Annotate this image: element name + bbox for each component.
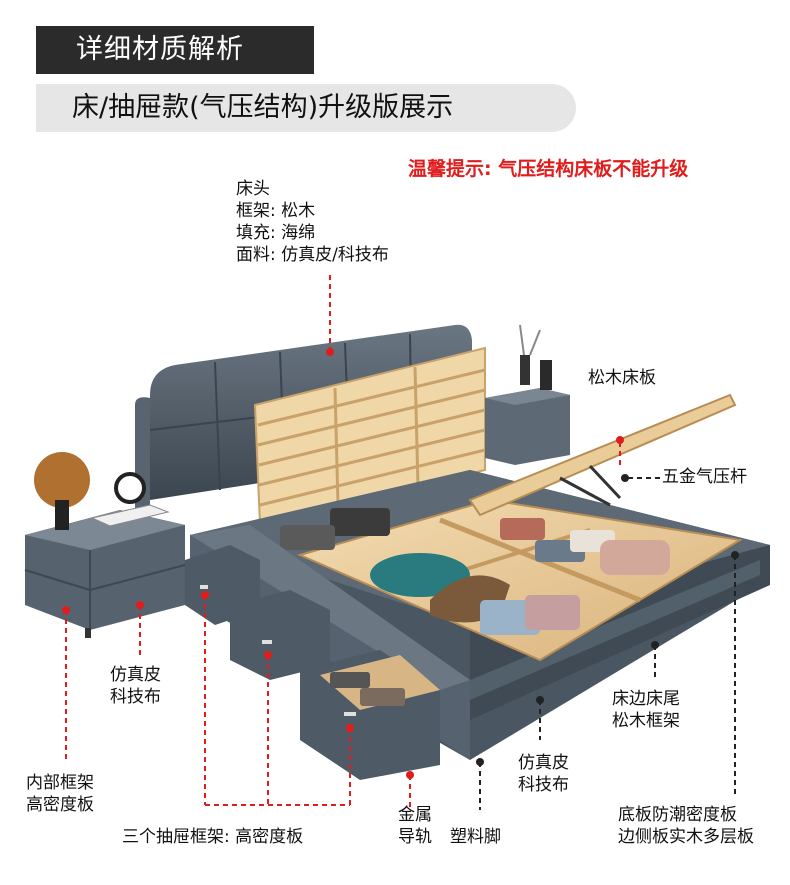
inner-frame-line2: 高密度板 — [26, 795, 94, 815]
section-title: 详细材质解析 — [36, 26, 314, 74]
bottom-board-line2: 边侧板实木多层板 — [618, 827, 754, 847]
slat-board-label: 松木床板 — [588, 368, 656, 388]
warning-tip: 温馨提示: 气压结构床板不能升级 — [408, 158, 689, 180]
bed-side-frame-line1: 床边床尾 — [612, 689, 680, 709]
bed-side-fabric-line2: 科技布 — [518, 775, 569, 795]
left-nightstand — [24, 452, 186, 638]
lifted-slat-board — [468, 393, 737, 517]
bed-side-frame-label: 床边床尾 松木框架 — [612, 688, 680, 732]
bed-side-frame-line2: 松木框架 — [612, 711, 680, 731]
storage-compartments — [280, 498, 743, 662]
right-nightstand — [485, 324, 570, 465]
headboard-callout: 床头 框架: 松木 填充: 海绵 面料: 仿真皮/科技布 — [236, 178, 389, 266]
nightstand-fabric-line2: 科技布 — [110, 687, 161, 707]
drawers — [185, 545, 440, 780]
nightstand-fabric-line1: 仿真皮 — [110, 665, 161, 685]
nightstand-fabric-label: 仿真皮 科技布 — [110, 664, 161, 708]
gas-strut-label: 五金气压杆 — [662, 467, 747, 487]
bottom-board-line1: 底板防潮密度板 — [618, 805, 737, 825]
callout-dots — [62, 348, 624, 779]
bed-side-fabric-label: 仿真皮 科技布 — [518, 752, 569, 796]
inner-frame-line1: 内部框架 — [26, 773, 94, 793]
callout-lines-dark — [479, 477, 736, 810]
metal-rail-line2: 导轨 — [398, 827, 432, 847]
headboard-fill: 填充: 海绵 — [236, 223, 316, 243]
inner-frame-label: 内部框架 高密度板 — [26, 772, 94, 816]
plastic-feet-label: 塑料脚 — [450, 827, 501, 847]
drawer-frame-label: 三个抽屉框架: 高密度板 — [122, 827, 304, 847]
bottom-board-label: 底板防潮密度板 边侧板实木多层板 — [618, 804, 754, 848]
metal-rail-line1: 金属 — [398, 805, 432, 825]
bed-side-fabric-line1: 仿真皮 — [518, 753, 569, 773]
headboard-fabric: 面料: 仿真皮/科技布 — [236, 245, 389, 265]
callout-lines — [65, 275, 621, 810]
product-subtitle: 床/抽屉款(气压结构)升级版展示 — [36, 84, 576, 132]
metal-rail-label: 金属 导轨 — [398, 804, 432, 848]
headboard-frame: 框架: 松木 — [236, 201, 316, 221]
callout-dots-dark — [476, 474, 739, 766]
headboard-title: 床头 — [236, 179, 270, 199]
